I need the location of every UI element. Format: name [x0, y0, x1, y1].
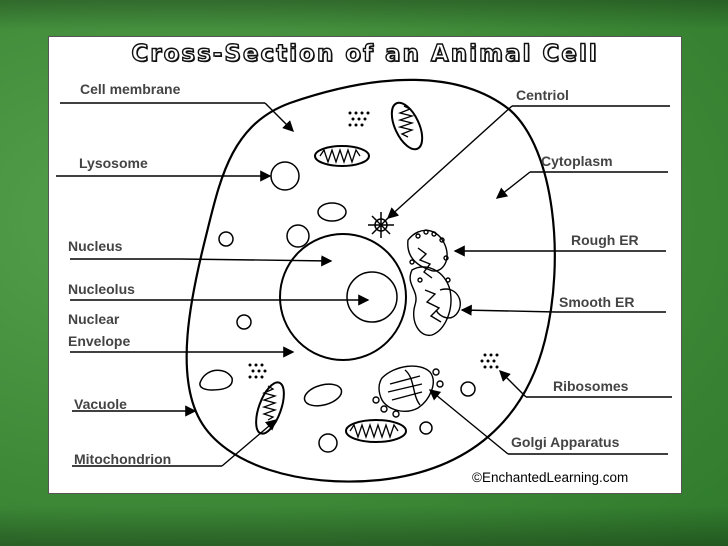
label-underlines	[56, 102, 672, 467]
label-nuclear-envelope-line2: Envelope	[68, 333, 131, 349]
label-rough-er: Rough ER	[571, 232, 639, 248]
credit-text: ©EnchantedLearning.com	[472, 470, 629, 485]
ribosome-cluster	[248, 363, 267, 379]
mitochondrion-shape	[314, 145, 370, 167]
ribosome-cluster	[480, 353, 499, 369]
vacuole-shape	[199, 369, 233, 391]
label-cytoplasm: Cytoplasm	[541, 153, 613, 169]
cell-membrane-outline	[185, 78, 556, 483]
nucleus-shape	[279, 233, 407, 361]
mitochondrion-shape	[255, 381, 285, 435]
label-nucleus: Nucleus	[68, 238, 123, 254]
diagram-title: Cross-Section of an Animal Cell	[131, 40, 599, 67]
vesicle-shape	[236, 314, 252, 330]
vesicle-shape	[286, 224, 310, 248]
label-vacuole: Vacuole	[74, 396, 127, 412]
vesicle-shape	[419, 421, 433, 435]
label-nucleolus: Nucleolus	[68, 281, 135, 297]
ribosome-cluster	[348, 111, 370, 127]
vacuole-shape	[303, 383, 343, 407]
label-centriol: Centriol	[516, 87, 569, 103]
diagram-card: Cross-Section of an Animal Cell	[48, 36, 682, 494]
label-smooth-er: Smooth ER	[559, 294, 635, 310]
vesicle-shape	[460, 381, 476, 397]
label-mitochondrion: Mitochondrion	[74, 451, 172, 467]
label-nuclear-envelope-line1: Nuclear	[68, 311, 120, 327]
mitochondrion-shape	[345, 419, 407, 443]
vesicle-shape	[218, 231, 234, 247]
endoplasmic-reticulum-shape	[407, 229, 461, 336]
centriole-shape	[368, 212, 394, 238]
label-ribosomes: Ribosomes	[553, 378, 629, 394]
lysosome-shape	[270, 161, 300, 191]
golgi-apparatus-shape	[372, 365, 444, 418]
label-cell-membrane: Cell membrane	[80, 81, 181, 97]
label-lysosome: Lysosome	[79, 155, 148, 171]
vesicle-shape	[318, 433, 338, 453]
mitochondrion-shape	[390, 101, 424, 151]
vesicle-shape	[317, 202, 347, 222]
label-golgi-apparatus: Golgi Apparatus	[511, 434, 620, 450]
nucleolus-shape	[346, 271, 398, 323]
pointer-arrows	[162, 102, 558, 467]
